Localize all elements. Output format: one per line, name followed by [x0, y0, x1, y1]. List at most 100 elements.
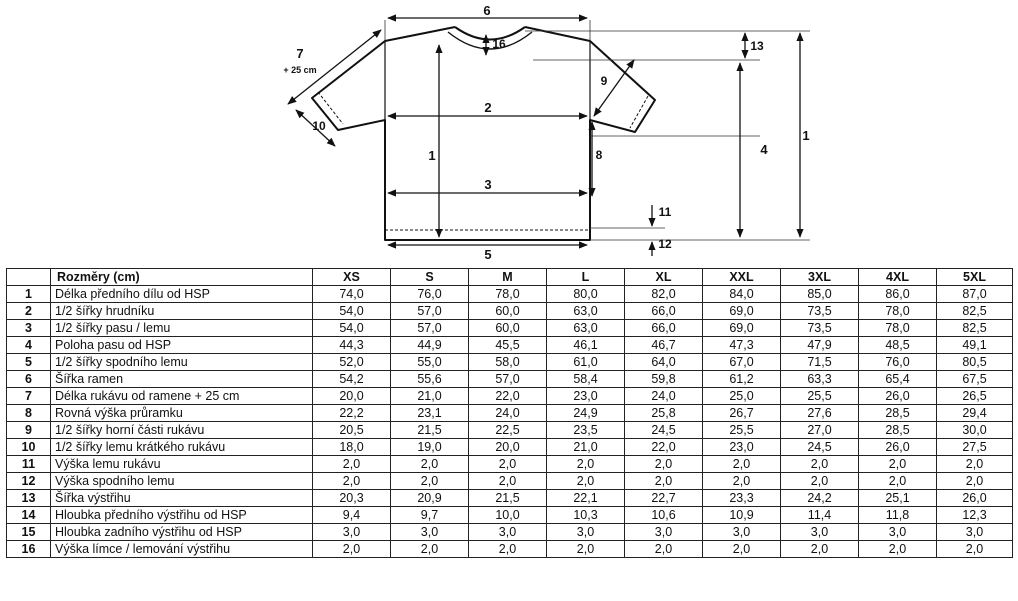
value-cell: 55,6	[390, 370, 469, 388]
value-cell: 2,0	[390, 472, 469, 490]
row-number: 9	[6, 421, 51, 439]
value-cell: 20,5	[312, 421, 391, 439]
row-number: 16	[6, 540, 51, 558]
dim-label-13: 13	[750, 39, 764, 53]
value-cell: 82,5	[936, 319, 1013, 337]
value-cell: 20,0	[468, 438, 547, 456]
value-cell: 2,0	[312, 540, 391, 558]
value-cell: 29,4	[936, 404, 1013, 422]
value-cell: 10,3	[546, 506, 625, 524]
dim-label-16: 16	[492, 37, 506, 51]
value-cell: 78,0	[858, 319, 937, 337]
row-number: 10	[6, 438, 51, 456]
row-description: Výška spodního lemu	[50, 472, 313, 490]
dim-label-6: 6	[483, 3, 490, 18]
header-label: Rozměry (cm)	[50, 268, 313, 286]
value-cell: 25,1	[858, 489, 937, 507]
size-header-s: S	[390, 268, 469, 286]
value-cell: 12,3	[936, 506, 1013, 524]
value-cell: 10,9	[702, 506, 781, 524]
value-cell: 2,0	[858, 472, 937, 490]
value-cell: 46,7	[624, 336, 703, 354]
value-cell: 2,0	[936, 455, 1013, 473]
dim-label-8: 8	[596, 148, 603, 162]
value-cell: 85,0	[780, 285, 859, 303]
value-cell: 30,0	[936, 421, 1013, 439]
row-description: 1/2 šířky horní části rukávu	[50, 421, 313, 439]
value-cell: 54,2	[312, 370, 391, 388]
value-cell: 63,0	[546, 302, 625, 320]
row-description: Poloha pasu od HSP	[50, 336, 313, 354]
value-cell: 26,5	[936, 387, 1013, 405]
value-cell: 21,5	[468, 489, 547, 507]
header-num-cell	[6, 268, 51, 286]
value-cell: 22,5	[468, 421, 547, 439]
value-cell: 61,0	[546, 353, 625, 371]
value-cell: 78,0	[858, 302, 937, 320]
dim-label-5: 5	[484, 247, 491, 262]
value-cell: 80,5	[936, 353, 1013, 371]
value-cell: 67,5	[936, 370, 1013, 388]
extension-lines	[384, 20, 810, 241]
value-cell: 74,0	[312, 285, 391, 303]
value-cell: 2,0	[468, 455, 547, 473]
value-cell: 3,0	[936, 523, 1013, 541]
value-cell: 58,0	[468, 353, 547, 371]
value-cell: 63,0	[546, 319, 625, 337]
value-cell: 66,0	[624, 302, 703, 320]
dim-label-3: 3	[484, 177, 491, 192]
value-cell: 11,8	[858, 506, 937, 524]
value-cell: 24,0	[624, 387, 703, 405]
value-cell: 57,0	[468, 370, 547, 388]
value-cell: 82,5	[936, 302, 1013, 320]
dim-label-9: 9	[601, 74, 608, 88]
row-description: Délka předního dílu od HSP	[50, 285, 313, 303]
value-cell: 49,1	[936, 336, 1013, 354]
value-cell: 3,0	[780, 523, 859, 541]
dim-label-1-body: 1	[428, 148, 435, 163]
value-cell: 26,0	[858, 387, 937, 405]
row-number: 2	[6, 302, 51, 320]
row-description: 1/2 šířky lemu krátkého rukávu	[50, 438, 313, 456]
dim-label-7: 7	[296, 46, 303, 61]
value-cell: 26,7	[702, 404, 781, 422]
value-cell: 25,5	[702, 421, 781, 439]
value-cell: 2,0	[546, 540, 625, 558]
value-cell: 20,9	[390, 489, 469, 507]
dim-label-12: 12	[658, 237, 672, 251]
row-description: Rovná výška průramku	[50, 404, 313, 422]
value-cell: 76,0	[390, 285, 469, 303]
value-cell: 23,1	[390, 404, 469, 422]
row-description: Hloubka zadního výstřihu od HSP	[50, 523, 313, 541]
dim-label-10: 10	[312, 119, 326, 133]
value-cell: 44,3	[312, 336, 391, 354]
value-cell: 22,7	[624, 489, 703, 507]
value-cell: 2,0	[702, 455, 781, 473]
size-header-5xl: 5XL	[936, 268, 1013, 286]
value-cell: 54,0	[312, 302, 391, 320]
value-cell: 26,0	[858, 438, 937, 456]
value-cell: 21,0	[546, 438, 625, 456]
value-cell: 24,2	[780, 489, 859, 507]
value-cell: 48,5	[858, 336, 937, 354]
value-cell: 3,0	[468, 523, 547, 541]
value-cell: 57,0	[390, 302, 469, 320]
value-cell: 87,0	[936, 285, 1013, 303]
value-cell: 2,0	[468, 472, 547, 490]
value-cell: 69,0	[702, 302, 781, 320]
row-number: 6	[6, 370, 51, 388]
value-cell: 47,3	[702, 336, 781, 354]
row-description: Hloubka předního výstřihu od HSP	[50, 506, 313, 524]
value-cell: 3,0	[624, 523, 703, 541]
value-cell: 69,0	[702, 319, 781, 337]
value-cell: 25,8	[624, 404, 703, 422]
value-cell: 44,9	[390, 336, 469, 354]
value-cell: 26,0	[936, 489, 1013, 507]
